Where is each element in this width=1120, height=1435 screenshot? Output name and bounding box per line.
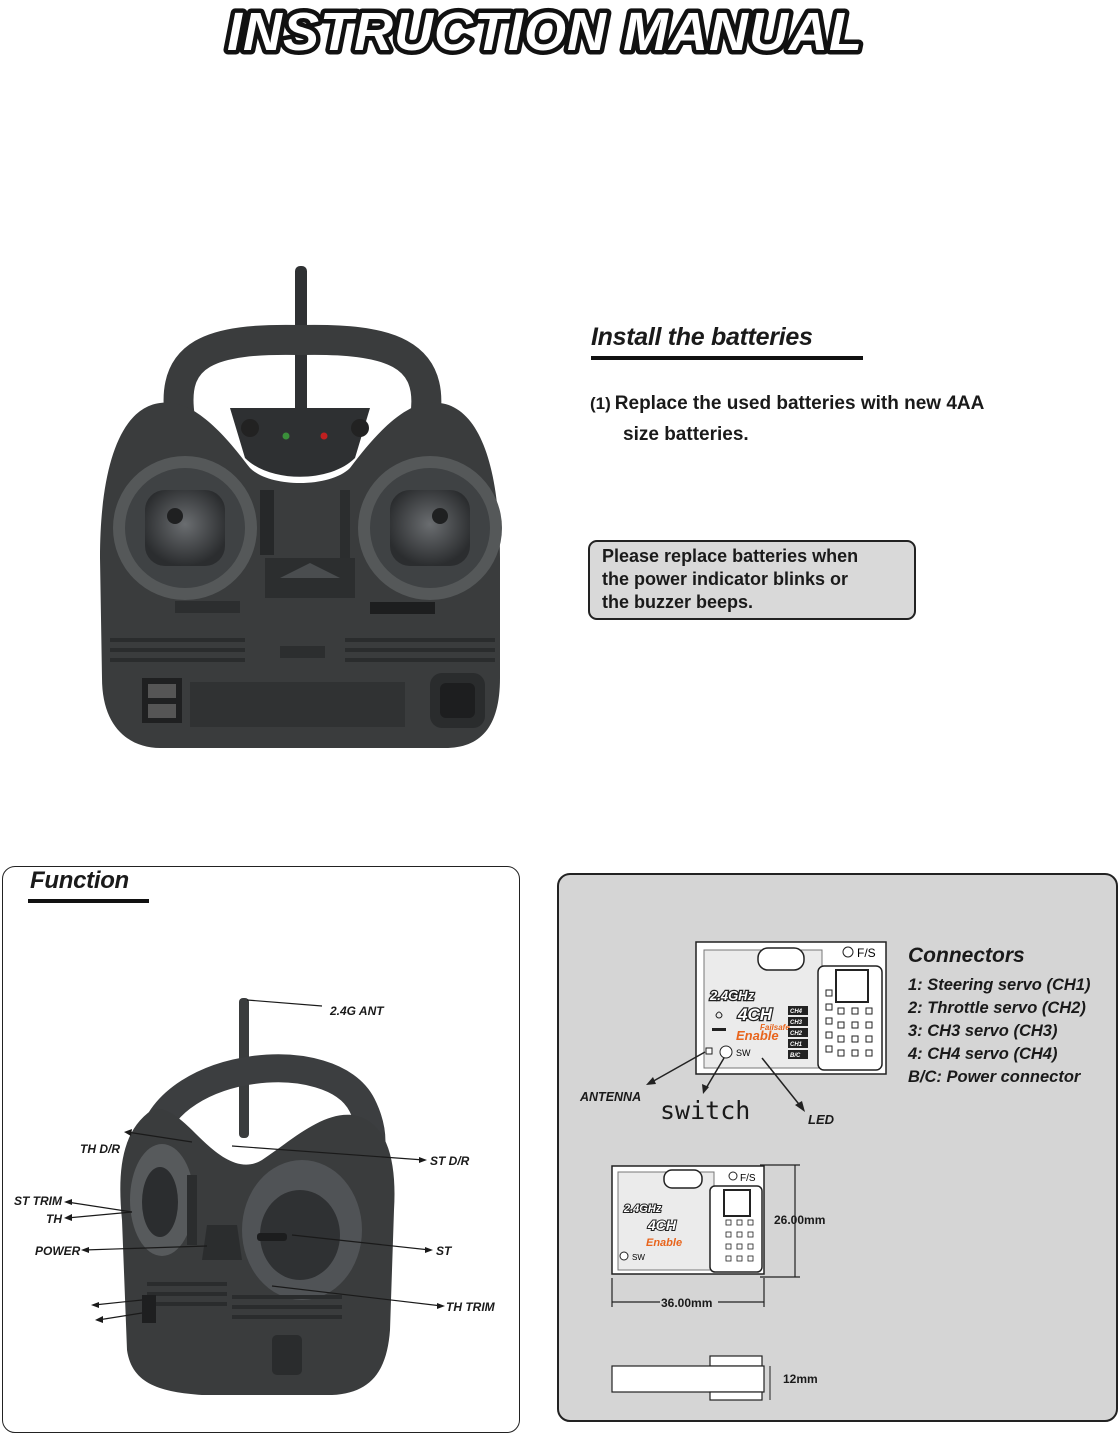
dim-thickness: 12mm bbox=[783, 1372, 818, 1386]
label-ant: 2.4G ANT bbox=[330, 1004, 384, 1018]
svg-text:Enable: Enable bbox=[646, 1237, 682, 1249]
step-text-line1: Replace the used batteries with new 4AA bbox=[614, 393, 985, 414]
label-th: TH bbox=[46, 1212, 62, 1226]
svg-text:SW: SW bbox=[632, 1253, 645, 1262]
function-diagram bbox=[64, 998, 445, 1395]
connector-item: B/C: Power connector bbox=[908, 1068, 1081, 1086]
battery-notice: Please replace batteries when the power … bbox=[588, 540, 916, 620]
label-power: POWER bbox=[35, 1244, 81, 1258]
connector-item: 3: CH3 servo (CH3) bbox=[908, 1022, 1058, 1040]
title-underline bbox=[591, 356, 863, 360]
receiver-dimension-diagram: F/S 2.4GHz 4CH Enable SW bbox=[611, 1164, 800, 1307]
svg-text:Enable: Enable bbox=[736, 1028, 779, 1043]
dim-width: 36.00mm bbox=[661, 1296, 713, 1310]
svg-text:4CH: 4CH bbox=[737, 1005, 773, 1024]
title-underline bbox=[28, 899, 149, 903]
svg-text:CH2: CH2 bbox=[790, 1031, 803, 1037]
svg-text:F/S: F/S bbox=[857, 946, 876, 960]
connectors-title: Connectors bbox=[908, 944, 1025, 967]
svg-text:2.4GHz: 2.4GHz bbox=[623, 1203, 662, 1215]
dim-height: 26.00mm bbox=[774, 1213, 826, 1227]
function-title: Function bbox=[30, 867, 129, 894]
connector-item: 1: Steering servo (CH1) bbox=[908, 976, 1091, 994]
label-th-dr: TH D/R bbox=[80, 1142, 120, 1156]
manual-title: INSTRUCTION MANUAL bbox=[223, 0, 867, 67]
receiver-diagram: F/S 2.4GHz 4CH Failsafe Enable CH4 CH3 C… bbox=[646, 941, 887, 1112]
label-antenna: ANTENNA bbox=[580, 1090, 642, 1104]
svg-text:B/C: B/C bbox=[790, 1053, 801, 1059]
step-number: (1) bbox=[590, 394, 611, 413]
svg-text:CH3: CH3 bbox=[790, 1020, 803, 1026]
svg-text:Failsafe: Failsafe bbox=[760, 1023, 790, 1032]
receiver-side-view bbox=[611, 1355, 771, 1401]
svg-text:F/S: F/S bbox=[740, 1173, 756, 1184]
svg-text:2.4GHz: 2.4GHz bbox=[709, 988, 755, 1003]
svg-text:SW: SW bbox=[736, 1048, 751, 1058]
label-st: ST bbox=[436, 1244, 452, 1258]
connector-item: 2: Throttle servo (CH2) bbox=[908, 999, 1086, 1017]
notice-line: Please replace batteries when bbox=[602, 546, 859, 566]
label-th-trim: TH TRIM bbox=[446, 1300, 495, 1314]
battery-section-title: Install the batteries bbox=[591, 323, 813, 351]
step-text-line2: size batteries. bbox=[623, 424, 749, 445]
svg-text:INSTRUCTION MANUAL: INSTRUCTION MANUAL bbox=[227, 2, 863, 62]
transmitter-photo bbox=[100, 266, 502, 748]
svg-text:4CH: 4CH bbox=[647, 1217, 677, 1233]
connector-item: 4: CH4 servo (CH4) bbox=[908, 1045, 1058, 1063]
notice-line: the power indicator blinks or bbox=[602, 569, 849, 589]
notice-line: the buzzer beeps. bbox=[602, 592, 754, 612]
svg-text:CH1: CH1 bbox=[790, 1042, 803, 1048]
label-led: LED bbox=[808, 1112, 834, 1127]
svg-text:CH4: CH4 bbox=[790, 1009, 803, 1015]
label-switch: switch bbox=[660, 1096, 751, 1125]
battery-step: (1)Replace the used batteries with new 4… bbox=[590, 388, 1020, 450]
label-st-trim: ST TRIM bbox=[14, 1194, 62, 1208]
label-st-dr: ST D/R bbox=[430, 1154, 470, 1168]
